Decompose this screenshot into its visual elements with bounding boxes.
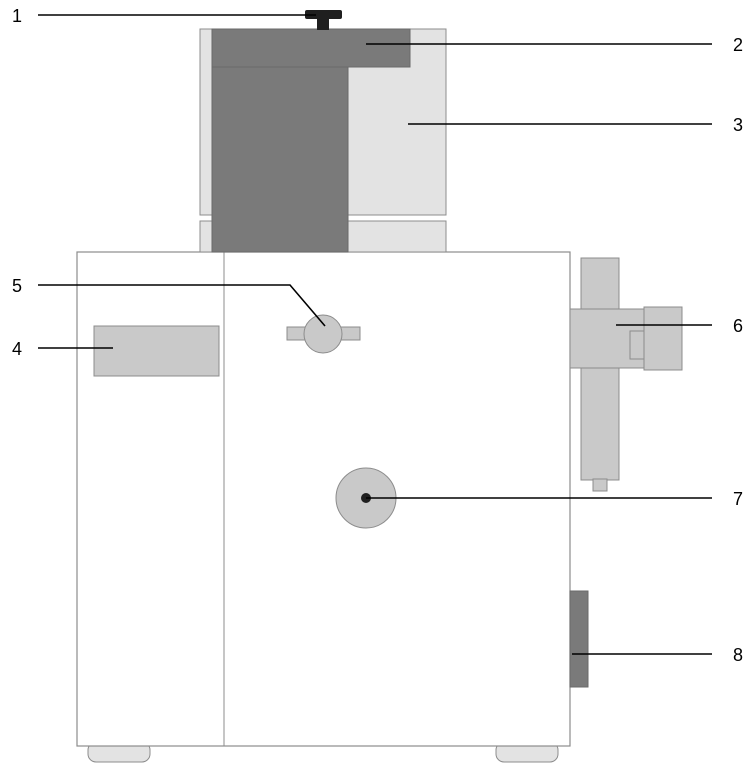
callout-4: 4 [12,339,22,359]
callout-2: 2 [733,35,743,55]
display-panel [93,325,220,377]
callout-5: 5 [12,276,22,296]
clamp-knob [643,306,683,371]
clamp-rod [580,257,620,481]
lid-bar [211,28,411,68]
leader-line-5 [38,284,326,327]
valve-handle-hub [303,314,343,354]
callout-3: 3 [733,115,743,135]
callout-1: 1 [12,6,22,26]
callout-6: 6 [733,316,743,336]
clamp-rod-tip [592,478,608,492]
top-knob-head [305,10,342,19]
dark-column [211,65,349,253]
callout-7: 7 [733,489,743,509]
callout-8: 8 [733,645,743,665]
side-handle [569,590,589,688]
